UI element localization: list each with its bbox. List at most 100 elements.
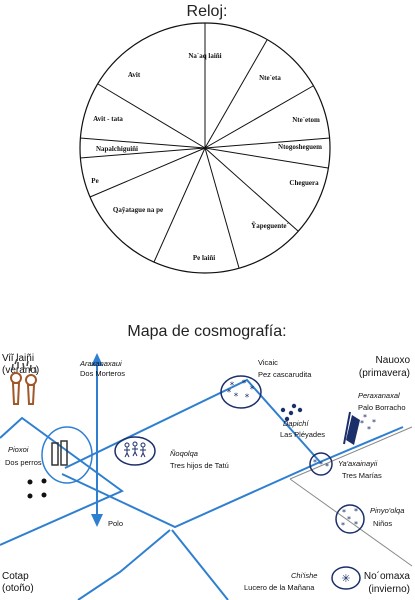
- figure-left-leg: [77, 529, 171, 600]
- pioxoi-dots: [27, 478, 47, 499]
- peraxanaxal-name: Peraxanaxal: [358, 391, 400, 400]
- dogs-icon: [51, 440, 68, 466]
- vicaic-translation: Pez cascarudita: [258, 370, 312, 379]
- corner-top-right-line2: (primavera): [359, 368, 410, 379]
- dapichi-translation: Las Pléyades: [280, 430, 325, 439]
- polo-arrow-bottom: [91, 514, 103, 527]
- corner-top-left-line1: Viĩ laiñi: [2, 353, 34, 364]
- clock-segment-label: Pe laiñi: [193, 254, 215, 262]
- ninos-ring: [335, 504, 365, 534]
- clock-spoke: [89, 147, 206, 198]
- figure-left-arm: [0, 416, 124, 546]
- svg-text:*: *: [354, 520, 358, 529]
- corner-bottom-left-line1: Cotap: [2, 571, 29, 582]
- dog-left: [51, 442, 59, 466]
- vicaic-star-cluster-icon: *** ***: [220, 375, 262, 409]
- clock-segment-label: Nte´etom: [292, 116, 320, 124]
- clock-spoke: [204, 137, 331, 149]
- ecliptic-line-upper: [289, 426, 413, 480]
- svg-text:*: *: [341, 521, 345, 530]
- cosmic-figure-lines: [0, 360, 404, 600]
- clock-segment-label: Ỹapeguente´: [251, 222, 289, 230]
- clock-segment-label: Na´aq laiñi: [188, 52, 221, 60]
- svg-text:*: *: [227, 388, 232, 398]
- clock-title: Reloj:: [187, 3, 228, 20]
- polo-label: Polo: [108, 519, 123, 528]
- pleiades-dots: [280, 403, 303, 422]
- svg-text:*: *: [342, 508, 346, 517]
- clock-spoke: [79, 137, 206, 149]
- dapichi-name: Dapichí: [283, 419, 309, 428]
- noqolqa-translation: Tres hijos de Tatú: [170, 461, 229, 470]
- figure-right-leg: [171, 529, 229, 600]
- clock-segment-label: Avit - tata: [93, 115, 123, 123]
- yaaxainayii-name: Ya'axainayii: [338, 459, 378, 468]
- vicaic-name: Vicaic: [258, 358, 278, 367]
- svg-text:*: *: [313, 458, 317, 467]
- peraxanaxal-translation: Palo Borracho: [358, 403, 406, 412]
- svg-text:*: *: [319, 460, 323, 469]
- araxanaxaui-translation: Dos Morteros: [80, 369, 125, 378]
- mortar-right-top: [25, 374, 37, 386]
- pinyoolqa-translation: Niños: [373, 519, 392, 528]
- clock-spoke: [204, 39, 268, 149]
- pinyoolqa-name: Pinyo'olqa: [370, 506, 404, 515]
- corner-bottom-right-line2: (invierno): [368, 584, 410, 595]
- svg-text:*: *: [230, 381, 235, 391]
- pioxoi-translation: Dos perros: [5, 458, 42, 467]
- tree-branch: [343, 411, 351, 445]
- mortar-right: [26, 384, 36, 405]
- clock-spoke: [204, 147, 329, 169]
- chiishe-translation: Lucero de la Mañana: [244, 583, 315, 592]
- svg-text:*: *: [367, 425, 371, 434]
- polo-arrow-top: [91, 353, 103, 366]
- corner-top-left-line2: (verano): [2, 365, 39, 376]
- clock-spoke: [204, 147, 299, 232]
- pioxoi-ring: [41, 426, 93, 484]
- clock-spoke: [79, 147, 206, 159]
- ecliptic-line-lower: [289, 478, 413, 567]
- pioxoi-name: Pioxoi: [8, 445, 29, 454]
- clock-spoke: [97, 83, 206, 149]
- corner-bottom-left-line2: (otoño): [2, 583, 34, 594]
- svg-text:*: *: [347, 515, 351, 524]
- corner-bottom-right-line1: No´omaxa: [364, 570, 411, 582]
- vicaic-ring: [220, 375, 262, 409]
- clock-spoke: [153, 147, 206, 263]
- yaaxainayii-translation: Tres Marías: [342, 471, 382, 480]
- noqolqa-ring: [114, 436, 156, 466]
- mortar-left: [11, 382, 21, 405]
- clock-spoke: [204, 85, 314, 149]
- svg-text:*: *: [242, 379, 247, 389]
- clock-segment-label: Cheguera: [289, 179, 319, 187]
- clock-spoke: [204, 147, 240, 269]
- noqolqa-name: Ñoqolqa: [170, 449, 198, 458]
- svg-text:*: *: [245, 393, 250, 403]
- ninos-stars: *** **: [341, 507, 358, 530]
- svg-text:*: *: [325, 462, 329, 471]
- clock-segment-label: Napalchiguiñi: [96, 145, 138, 153]
- morning-star-ring: [331, 566, 361, 590]
- clock-wheel: [79, 22, 331, 274]
- svg-text:*: *: [360, 419, 364, 428]
- clock-segment-label: Pe: [91, 177, 98, 185]
- corner-top-right-line1: Nauoxo: [376, 355, 411, 366]
- map-title: Mapa de cosmografía:: [127, 323, 286, 340]
- clock-segment-label: Avit: [128, 71, 141, 79]
- tree-trunk: [346, 415, 360, 445]
- svg-text:*: *: [234, 392, 239, 402]
- svg-text:*: *: [363, 413, 367, 422]
- svg-text:*: *: [250, 385, 255, 395]
- mortar-stars: [11, 358, 37, 374]
- morning-star-icon: ✳: [341, 572, 350, 585]
- mortars-icon: [10, 358, 37, 405]
- svg-text:*: *: [372, 418, 376, 427]
- svg-text:*: *: [354, 507, 358, 516]
- chiishe-name: Chi'ishe: [291, 571, 317, 580]
- dog-right: [60, 440, 68, 466]
- palo-borracho-tree-icon: ****: [343, 411, 376, 445]
- figure-right-arm: [319, 426, 404, 463]
- clock-segment-label: Qaỹatague na pe: [113, 206, 163, 214]
- three-children-icon: [124, 441, 146, 458]
